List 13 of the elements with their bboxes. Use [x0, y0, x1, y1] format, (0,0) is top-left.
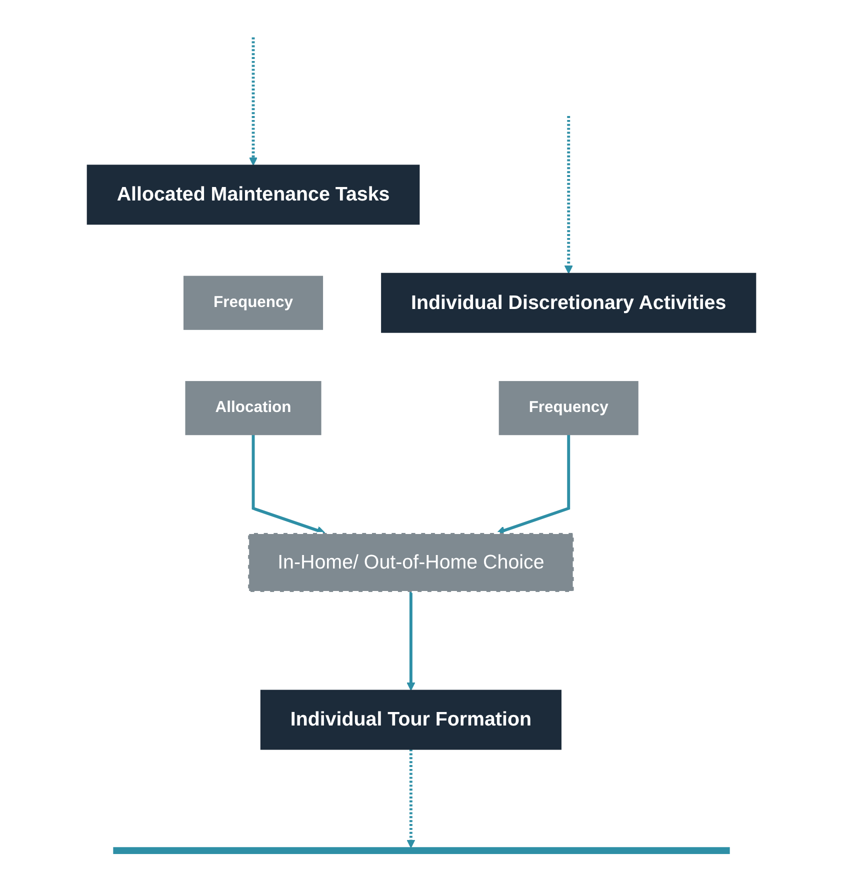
node-box: Individual Tour Formation — [260, 690, 562, 750]
node-box: Frequency — [498, 381, 638, 436]
arrow — [406, 749, 416, 848]
node-bar — [113, 847, 730, 854]
arrow — [564, 116, 573, 274]
arrow — [406, 592, 416, 691]
node-box: Individual Discretionary Activities — [381, 272, 756, 333]
node-box: In-Home/ Out-of-Home Choice — [247, 532, 575, 593]
arrow — [248, 37, 258, 166]
node-box: Frequency — [183, 276, 324, 330]
node-box: Allocation — [185, 381, 322, 436]
arrow — [252, 434, 326, 535]
node-box: Allocated Maintenance Tasks — [86, 164, 420, 225]
